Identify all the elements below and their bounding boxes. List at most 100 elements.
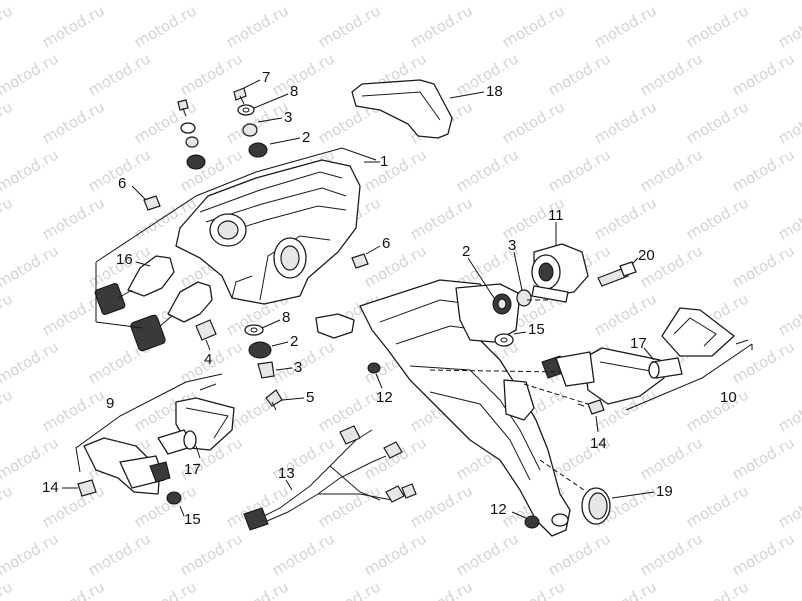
- watermark-text: motod.ru: [591, 577, 660, 601]
- watermark-text: motod.ru: [545, 49, 614, 99]
- watermark-text: motod.ru: [683, 577, 752, 601]
- watermark-text: motod.ru: [775, 385, 802, 435]
- callout-18: 18: [486, 83, 503, 100]
- callout-16: 16: [116, 251, 133, 268]
- part-15-washer-right: [494, 333, 514, 347]
- watermark-text: motod.ru: [39, 385, 108, 435]
- callout-11: 11: [548, 207, 564, 224]
- watermark-text: motod.ru: [0, 481, 16, 531]
- watermark-text: motod.ru: [0, 97, 16, 147]
- watermark-text: motod.ru: [545, 145, 614, 195]
- watermark-text: motod.ru: [499, 577, 568, 601]
- watermark-text: motod.ru: [315, 1, 384, 51]
- part-16-bulb-lower: [130, 281, 213, 352]
- callout-2-lower: 2: [290, 333, 298, 350]
- callout-5: 5: [306, 389, 314, 406]
- watermark-text: motod.ru: [315, 577, 384, 601]
- watermark-text: motod.ru: [0, 433, 62, 483]
- part-6-clip-right: [351, 253, 369, 269]
- callout-17-left: 17: [184, 461, 201, 478]
- callout-3-bracket: 3: [508, 237, 516, 254]
- watermark-text: motod.ru: [0, 529, 62, 579]
- part-8-washer-lower: [244, 324, 264, 336]
- watermark-text: motod.ru: [85, 49, 154, 99]
- watermark-text: motod.ru: [683, 193, 752, 243]
- watermark-text: motod.ru: [545, 529, 614, 579]
- watermark-text: motod.ru: [683, 481, 752, 531]
- part-2-grommet-lower: [248, 341, 272, 359]
- callout-3-top: 3: [284, 109, 292, 126]
- watermark-text: motod.ru: [39, 97, 108, 147]
- part-6-clip-left: [143, 195, 161, 211]
- part-18-pad: [351, 79, 453, 139]
- callout-13: 13: [278, 465, 295, 482]
- watermark-text: motod.ru: [131, 577, 200, 601]
- watermark-text: motod.ru: [637, 529, 706, 579]
- watermark-text: motod.ru: [0, 337, 62, 387]
- part-14-screw-left: [77, 479, 97, 497]
- watermark-text: motod.ru: [0, 145, 62, 195]
- watermark-text: motod.ru: [0, 241, 62, 291]
- callout-17-right: 17: [630, 335, 647, 352]
- watermark-text: motod.ru: [775, 577, 802, 601]
- part-11-license-light: [531, 243, 589, 303]
- watermark-text: motod.ru: [407, 1, 476, 51]
- watermark-text: motod.ru: [269, 337, 338, 387]
- callout-14-left: 14: [42, 479, 59, 496]
- watermark-text: motod.ru: [729, 241, 798, 291]
- watermark-text: motod.ru: [637, 433, 706, 483]
- watermark-text: motod.ru: [269, 49, 338, 99]
- part-12-nut-lower: [524, 515, 540, 529]
- watermark-text: motod.ru: [591, 1, 660, 51]
- watermark-text: motod.ru: [407, 481, 476, 531]
- callouts: 1 2 2 2 3 3 3 4 5 6 6 7 8 8 9 10 11 12: [42, 69, 737, 528]
- part-4-clip: [195, 319, 217, 341]
- watermark-text: motod.ru: [683, 1, 752, 51]
- callout-8-top: 8: [290, 83, 298, 100]
- callout-15-right: 15: [528, 321, 545, 338]
- watermark-text: motod.ru: [775, 289, 802, 339]
- watermark-text: motod.ru: [0, 577, 16, 601]
- watermark-text: motod.ru: [775, 1, 802, 51]
- watermark-text: motod.ru: [39, 577, 108, 601]
- watermark-text: motod.ru: [499, 1, 568, 51]
- callout-19: 19: [656, 483, 673, 500]
- watermark-text: motod.ru: [269, 529, 338, 579]
- part-7-screw: [233, 87, 247, 105]
- part-3-bushing-bracket: [516, 289, 532, 307]
- part-12-nut-upper: [367, 362, 381, 374]
- part-16-bulb-upper: [94, 255, 175, 315]
- watermark-text: motod.ru: [0, 193, 16, 243]
- watermark-text: motod.ru: [223, 97, 292, 147]
- watermark-text: motod.ru: [131, 1, 200, 51]
- watermark-text: motod.ru: [591, 289, 660, 339]
- watermark-text: motod.ru: [361, 529, 430, 579]
- callout-20: 20: [638, 247, 655, 264]
- watermark-text: motod.ru: [0, 1, 16, 51]
- callout-10: 10: [720, 389, 737, 406]
- watermark-text: motod.ru: [729, 529, 798, 579]
- watermark-text: motod.ru: [0, 289, 16, 339]
- watermark-text: motod.ru: [637, 145, 706, 195]
- part-19-reflector: [581, 487, 611, 525]
- callout-2-bracket: 2: [462, 243, 470, 260]
- watermark-text: motod.ru: [729, 145, 798, 195]
- watermark-text: motod.ru: [361, 433, 430, 483]
- part-10-turn-signal-right: [541, 307, 749, 405]
- part-9-turn-signal-left: [83, 383, 235, 495]
- watermark-text: motod.ru: [361, 241, 430, 291]
- callout-7: 7: [262, 69, 270, 86]
- watermark-text: motod.ru: [775, 481, 802, 531]
- callout-6-left: 6: [118, 175, 126, 192]
- part-2-grommet-bracket: [492, 293, 512, 315]
- watermark-text: motod.ru: [591, 97, 660, 147]
- watermark-text: motod.ru: [683, 97, 752, 147]
- part-1-tail-light-housing: [175, 159, 361, 305]
- watermark-text: motod.ru: [223, 577, 292, 601]
- callout-15-left: 15: [184, 511, 201, 528]
- callout-2-top: 2: [302, 129, 310, 146]
- callout-12-lower: 12: [490, 501, 507, 518]
- watermark-text: motod.ru: [591, 193, 660, 243]
